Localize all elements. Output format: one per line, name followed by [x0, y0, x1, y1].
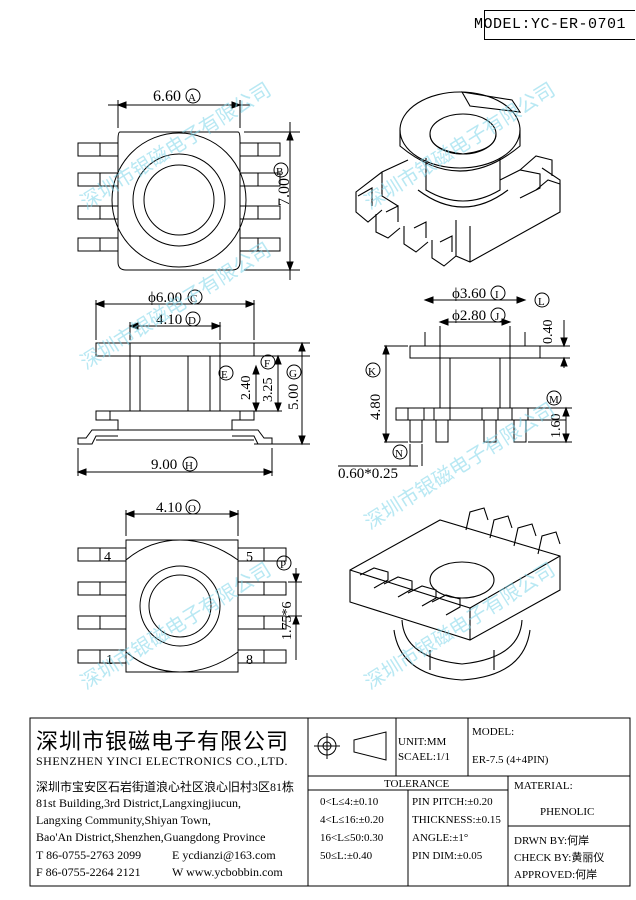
tag-m: M: [549, 394, 559, 406]
top-view: [77, 100, 300, 280]
dim-a-value: 6.60: [153, 88, 181, 105]
address-en-line-1: 81st Building,3rd District,Langxingjiucu…: [36, 796, 241, 810]
dim-k-value: 4.80: [368, 394, 384, 420]
dim-e-value: 2.40: [239, 376, 254, 401]
dim-b-value: 7.00: [276, 178, 293, 206]
top-view-outer-ring: [132, 153, 226, 247]
pin-label-8: 8: [246, 653, 253, 668]
checked-by: CHECK BY:黄丽仪: [514, 852, 605, 864]
front-view: [76, 300, 310, 476]
model-header-box: [484, 10, 635, 40]
dim-n-value: 0.60*0.25: [338, 466, 398, 482]
dimension-labels: 6.60 7.00 ϕ6.00 4.10 2.40 3.25 5.00 9.00…: [104, 88, 564, 668]
front-view-base: [95, 410, 255, 431]
tag-h: H: [185, 460, 193, 472]
pin-label-5: 5: [246, 550, 253, 565]
top-view-body: [117, 131, 241, 271]
dim-o-value: 4.10: [156, 500, 182, 516]
iso-bottom-bore: [429, 561, 495, 599]
bottom-view-inner-ring: [148, 574, 212, 638]
dim-j-value: ϕ2.80: [452, 308, 486, 324]
tag-n: N: [395, 448, 403, 460]
top-view-flange-circle: [111, 132, 247, 268]
tag-b: B: [276, 166, 283, 178]
pin-label-1: 1: [106, 653, 113, 668]
tolerance-row-3: 16<L≤50:0.30: [320, 832, 384, 844]
tolerance-angle: ANGLE:±1°: [412, 832, 469, 844]
sheet-model-header: MODEL:YC-ER-0701: [473, 16, 626, 33]
watermark-layer: 深圳市银磁电子有限公司 深圳市银磁电子有限公司 深圳市银磁电子有限公司 深圳市银…: [76, 77, 559, 694]
tag-f: F: [264, 358, 270, 370]
isometric-view-bottom: [349, 507, 561, 681]
tag-c: C: [190, 293, 197, 305]
reference-tags: A B C D E F G H I J L K M N O P: [182, 88, 562, 571]
contact-fax: F 86-0755-2264 2121: [36, 865, 141, 879]
tag-g: G: [289, 368, 297, 380]
model-value: ER-7.5 (4+4PIN): [472, 754, 549, 766]
model-label: MODEL:: [472, 726, 515, 738]
top-view-pins-left: [77, 142, 119, 252]
top-view-pins-right: [239, 142, 281, 252]
tag-d: D: [188, 315, 196, 327]
dim-c-value: ϕ6.00: [148, 290, 182, 306]
bottom-view: [77, 510, 302, 673]
dim-f-value: 3.25: [261, 378, 276, 403]
tag-l: L: [538, 296, 545, 308]
dim-g-value: 5.00: [286, 384, 302, 410]
dim-i-value: ϕ3.60: [452, 286, 486, 302]
company-name-cn: 深圳市银磁电子有限公司: [36, 729, 290, 754]
watermark-text: 深圳市银磁电子有限公司: [360, 557, 559, 694]
tag-e: E: [221, 369, 228, 381]
material-label: MATERIAL:: [514, 780, 573, 792]
pin-label-4: 4: [104, 550, 111, 565]
address-en-line-3: Bao'An District,Shenzhen,Guangdong Provi…: [36, 830, 266, 844]
tolerance-header: TOLERANCE: [384, 778, 450, 790]
contact-email: E ycdianzi@163.com: [172, 848, 276, 862]
contact-tel: T 86-0755-2763 2099: [36, 848, 142, 862]
tag-i: I: [495, 289, 499, 301]
approved-by: APPROVED:何岸: [514, 869, 598, 881]
tolerance-pin-pitch: PIN PITCH:±0.20: [412, 796, 493, 808]
watermark-text: 深圳市银磁电子有限公司: [76, 557, 275, 694]
isometric-view-top: [355, 91, 561, 267]
bottom-view-pins-right: [237, 547, 287, 664]
bottom-view-outer-ring: [139, 565, 221, 647]
tag-a: A: [188, 92, 196, 104]
dim-p-value: 1.75*6: [280, 602, 295, 641]
side-view-pins: [407, 407, 529, 443]
unit-label: UNIT:MM: [398, 736, 447, 748]
dim-d-value: 4.10: [156, 312, 182, 328]
dim-m-value: 1.60: [549, 414, 564, 439]
scale-label: SCAEL:1/1: [398, 751, 450, 763]
company-name-en: SHENZHEN YINCI ELECTRONICS CO.,LTD.: [36, 754, 288, 768]
dim-l-value: 0.40: [541, 320, 556, 345]
tolerance-pin-dim: PIN DIM:±0.05: [412, 850, 483, 862]
drawn-by: DRWN BY:何岸: [514, 835, 590, 847]
tolerance-row-2: 4<L≤16:±0.20: [320, 814, 384, 826]
top-view-inner-ring: [143, 164, 215, 236]
tag-o: O: [188, 503, 196, 515]
tolerance-row-1: 0<L≤4:±0.10: [320, 796, 379, 808]
material-value: PHENOLIC: [540, 806, 595, 818]
dim-h-value: 9.00: [151, 457, 177, 473]
tolerance-row-4: 50≤L:±0.40: [320, 850, 373, 862]
tag-j: J: [495, 311, 500, 323]
tag-p: P: [280, 559, 286, 571]
tolerance-thickness: THICKNESS:±0.15: [412, 814, 501, 826]
address-en-line-2: Langxing Community,Shiyan Town,: [36, 813, 211, 827]
address-cn: 深圳市宝安区石岩街道浪心社区浪心旧村3区81栋: [36, 780, 295, 794]
contact-web: W www.ycbobbin.com: [172, 865, 283, 879]
title-block-frame: [29, 717, 631, 887]
side-view: [338, 296, 572, 467]
bottom-view-pins-left: [77, 547, 127, 664]
tag-k: K: [368, 366, 376, 378]
side-view-top-flange: [409, 345, 541, 359]
watermark-text: 深圳市银磁电子有限公司: [76, 237, 275, 374]
